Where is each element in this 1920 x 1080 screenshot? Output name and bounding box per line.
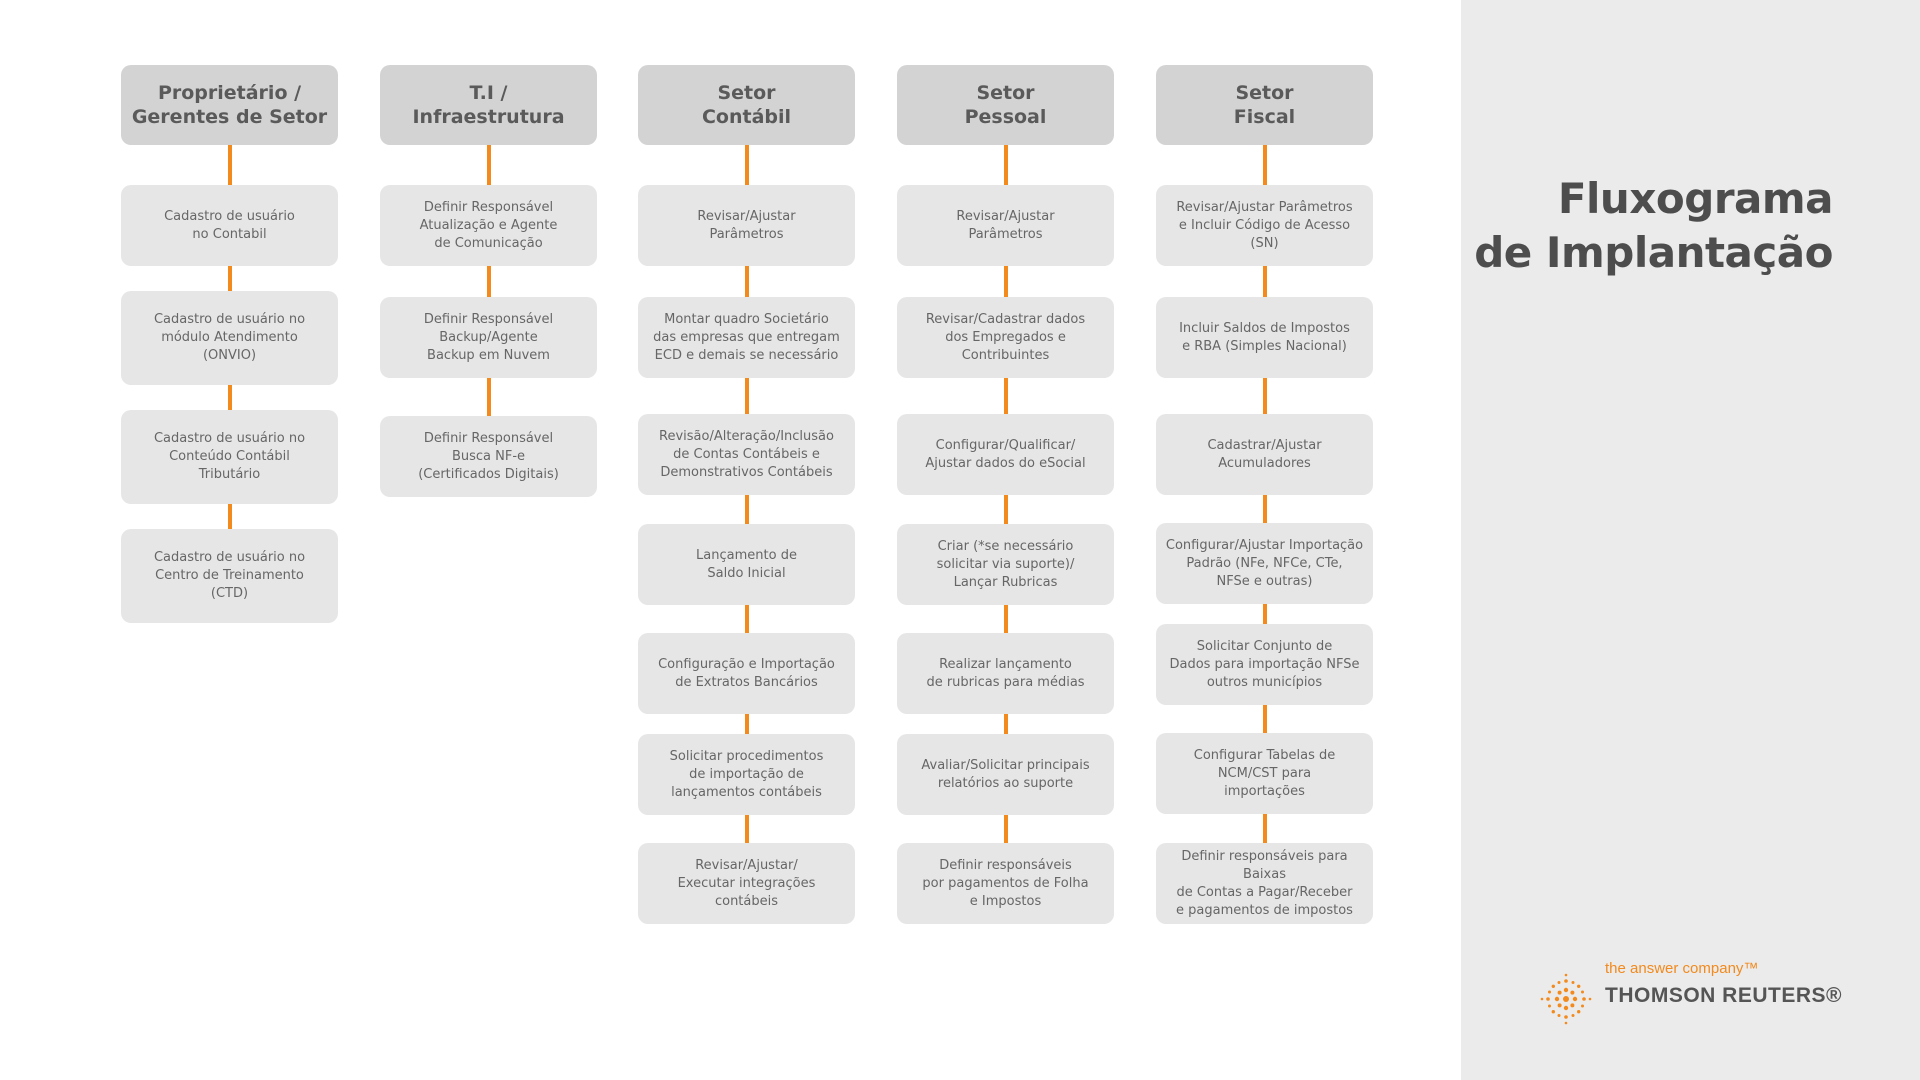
step-box: Realizar lançamento de rubricas para méd… [897, 633, 1114, 714]
step-box: Definir Responsável Atualização e Agente… [380, 185, 597, 266]
column-header-line: Contábil [701, 106, 792, 128]
step-box: Solicitar Conjunto de Dados para importa… [1156, 624, 1373, 705]
step-box: Revisão/Alteração/Inclusão de Contas Con… [638, 414, 855, 495]
step-box: Configurar/Ajustar Importação Padrão (NF… [1156, 523, 1373, 604]
column-header: Setor Pessoal [897, 65, 1114, 145]
column-connector [745, 145, 749, 875]
column-header-line: T.I / [469, 82, 508, 104]
step-box: Configurar/Qualificar/ Ajustar dados do … [897, 414, 1114, 495]
step-box: Definir responsáveis por pagamentos de F… [897, 843, 1114, 924]
step-box: Avaliar/Solicitar principais relatórios … [897, 734, 1114, 815]
step-box: Solicitar procedimentos de importação de… [638, 734, 855, 815]
right-panel [1461, 0, 1920, 1080]
column-header: T.I / Infraestrutura [380, 65, 597, 145]
column-ti: T.I / Infraestrutura Definir Responsável… [380, 0, 597, 1080]
step-box: Incluir Saldos de Impostos e RBA (Simple… [1156, 297, 1373, 378]
column-header: Proprietário / Gerentes de Setor [121, 65, 338, 145]
step-box: Configurar Tabelas de NCM/CST para impor… [1156, 733, 1373, 814]
column-header: Setor Fiscal [1156, 65, 1373, 145]
step-box: Definir responsáveis para Baixas de Cont… [1156, 843, 1373, 924]
title-line-1: Fluxograma [1557, 174, 1834, 223]
step-box: Cadastro de usuário no Conteúdo Contábil… [121, 410, 338, 504]
column-header-line: Setor [976, 82, 1035, 104]
column-connector [1263, 145, 1267, 875]
column-header-line: Gerentes de Setor [131, 106, 328, 128]
step-box: Revisar/Ajustar/ Executar integrações co… [638, 843, 855, 924]
step-box: Cadastro de usuário no Centro de Treinam… [121, 529, 338, 623]
step-box: Lançamento de Saldo Inicial [638, 524, 855, 605]
step-box: Criar (*se necessário solicitar via supo… [897, 524, 1114, 605]
column-contabil: Setor Contábil Revisar/Ajustar Parâmetro… [638, 0, 855, 1080]
column-header-line: Fiscal [1233, 106, 1296, 128]
column-proprietario: Proprietário / Gerentes de Setor Cadastr… [121, 0, 338, 1080]
column-connector [487, 145, 491, 445]
column-header-line: Setor [1235, 82, 1294, 104]
brand-name: THOMSON REUTERS® [1605, 984, 1842, 1007]
step-box: Definir Responsável Busca NF-e (Certific… [380, 416, 597, 497]
page-title: Fluxograma de Implantação [1474, 172, 1833, 280]
column-header-line: Infraestrutura [412, 106, 565, 128]
step-box: Cadastro de usuário no módulo Atendiment… [121, 291, 338, 385]
column-header-line: Proprietário / [157, 82, 302, 104]
brand-tagline: the answer company™ [1605, 960, 1759, 977]
column-header-line: Setor [717, 82, 776, 104]
step-box: Revisar/Ajustar Parâmetros [897, 185, 1114, 266]
column-connector [1004, 145, 1008, 875]
step-box: Cadastrar/Ajustar Acumuladores [1156, 414, 1373, 495]
step-box: Revisar/Ajustar Parâmetros e Incluir Cód… [1156, 185, 1373, 266]
column-header-line: Pessoal [964, 106, 1047, 128]
step-box: Revisar/Ajustar Parâmetros [638, 185, 855, 266]
step-box: Configuração e Importação de Extratos Ba… [638, 633, 855, 714]
title-line-2: de Implantação [1474, 228, 1833, 277]
step-box: Definir Responsável Backup/Agente Backup… [380, 297, 597, 378]
column-fiscal: Setor Fiscal Revisar/Ajustar Parâmetros … [1156, 0, 1373, 1080]
thomson-reuters-logo-icon [1540, 973, 1592, 1025]
column-pessoal: Setor Pessoal Revisar/Ajustar Parâmetros… [897, 0, 1114, 1080]
step-box: Cadastro de usuário no Contabil [121, 185, 338, 266]
column-header: Setor Contábil [638, 65, 855, 145]
step-box: Revisar/Cadastrar dados dos Empregados e… [897, 297, 1114, 378]
step-box: Montar quadro Societário das empresas qu… [638, 297, 855, 378]
